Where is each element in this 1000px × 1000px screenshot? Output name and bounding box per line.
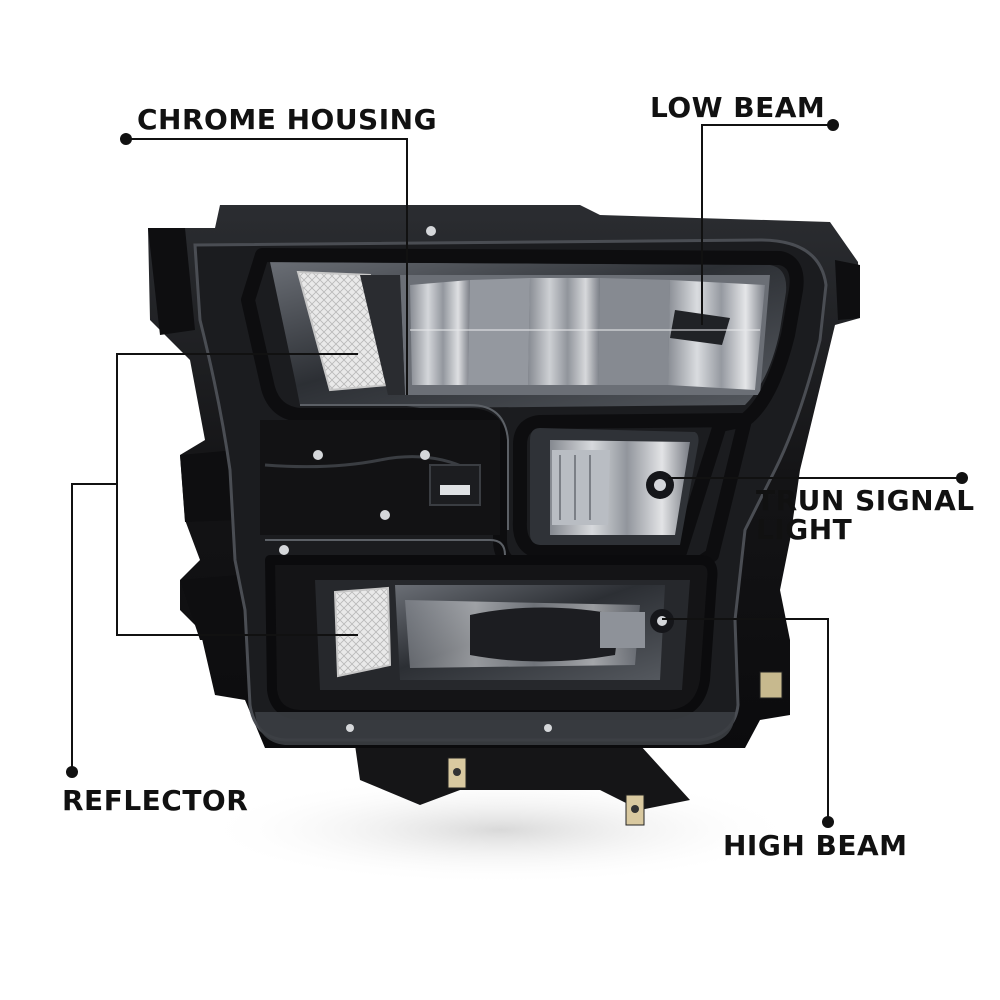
right-mount-tab <box>759 671 783 699</box>
floor-reflection <box>200 775 800 885</box>
dot-chrome-housing <box>120 133 132 145</box>
leader-reflector-main <box>71 483 117 772</box>
mounting-bracket <box>355 745 690 826</box>
middle-dark-section <box>260 420 500 555</box>
label-high-beam: HIGH BEAM <box>723 829 908 862</box>
leader-chrome-housing <box>126 138 408 395</box>
leader-reflector-upper <box>116 353 358 636</box>
leader-low-beam <box>701 124 833 325</box>
dot-low-beam <box>827 119 839 131</box>
leader-high-beam <box>662 618 829 822</box>
label-turn-signal-line2: LIGHT <box>756 513 853 546</box>
dot-turn-signal <box>956 472 968 484</box>
label-low-beam: LOW BEAM <box>650 91 826 124</box>
label-turn-signal-line1: TRUN SIGNAL <box>756 484 975 517</box>
lower-corner-marker <box>333 586 392 678</box>
bottom-lens-lip <box>255 712 735 745</box>
label-chrome-housing: CHROME HOUSING <box>137 103 438 136</box>
turn-signal-assembly <box>530 428 699 545</box>
dot-reflector <box>66 766 78 778</box>
dot-high-beam <box>822 816 834 828</box>
low-beam-reflectors <box>400 275 770 395</box>
leader-lines <box>71 124 962 822</box>
leader-dots <box>66 119 968 828</box>
side-brackets <box>148 228 860 640</box>
label-reflector: REFLECTOR <box>62 784 249 817</box>
black-frame-band <box>241 248 804 577</box>
